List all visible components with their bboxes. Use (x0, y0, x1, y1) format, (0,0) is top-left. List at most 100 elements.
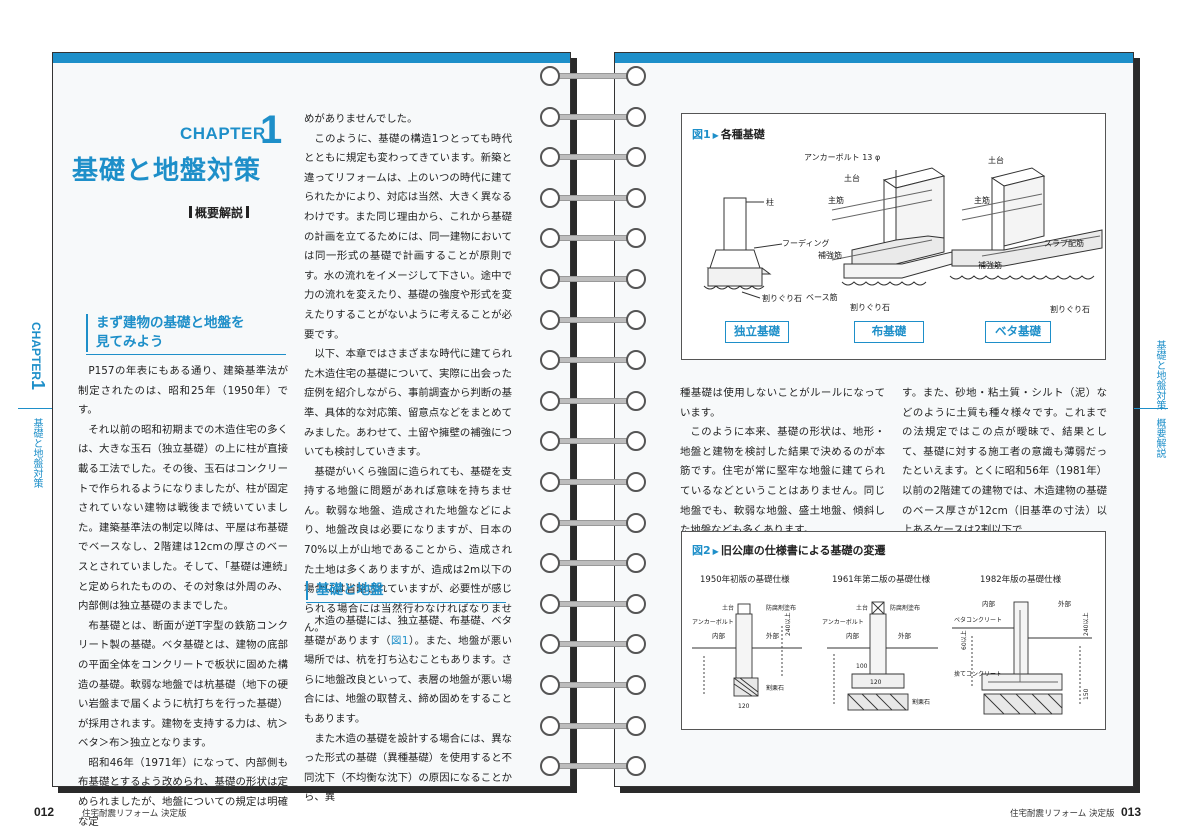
binding-wire (556, 722, 636, 729)
fig2-label-120-2: 120 (870, 679, 882, 686)
section-1961 (827, 601, 938, 711)
fig2-label-inner-2: 内部 (846, 631, 860, 640)
section-heading-1-line1: まず建物の基礎と地盤を (96, 315, 245, 331)
figure-1-title: 図1▶各種基礎 (692, 126, 765, 142)
binding-ring (540, 228, 560, 249)
binding-wire (556, 357, 636, 364)
right-page-topbar (615, 53, 1133, 63)
figure-2-title: 図2▶旧公庫の仕様書による基礎の変遷 (692, 542, 885, 558)
paragraph: 以下、本章ではさまざまな時代に建てられた木造住宅の基礎について、実際に出会った症… (304, 348, 512, 459)
fig1-label-sub-2: 補強筋 (978, 260, 1002, 270)
paragraph: めがありませんでした。 (304, 113, 418, 125)
triangle-icon: ▶ (712, 547, 719, 556)
right-column-2: す。また、砂地・粘土質・シルト（泥）などのように土質も種々様々です。これまでの法… (902, 384, 1107, 541)
binding-ring (626, 309, 646, 330)
binding-ring (540, 593, 560, 614)
fig2-label-outer-2: 外部 (898, 631, 912, 640)
fig2-label-100: 100 (856, 663, 868, 670)
fig2-label-240-3: 240以上 (1082, 613, 1090, 636)
figure-1-illustration: 柱 フーディング 割りぐり石 アンカーボルト 13 φ 土台 主筋 補強筋 ベー… (703, 153, 1103, 314)
fig2-label-bousui-2: 防腐剤塗布 (890, 604, 920, 612)
fig2-sub-1982: 1982年版の基礎仕様 (980, 574, 1062, 585)
fig1-label-dodai-1: 土台 (844, 173, 860, 183)
section-1982 (952, 601, 1092, 715)
figure-2-title-text: 旧公庫の仕様書による基礎の変遷 (720, 544, 886, 557)
button-mat-footing[interactable]: ベタ基礎 (985, 321, 1051, 343)
fig1-label-main-1: 主筋 (828, 195, 844, 205)
binding-ring (626, 350, 646, 371)
fig2-label-120-1: 120 (738, 703, 750, 710)
continuous-footing-drawing (831, 167, 953, 286)
fig1-label-sub-1: 補強筋 (818, 250, 842, 260)
fig2-label-concrete: ベタコンクリート (954, 616, 1002, 624)
fig2-label-outer-1: 外部 (766, 631, 780, 640)
fig2-sub-1961: 1961年第二版の基礎仕様 (832, 574, 931, 585)
binding-wire (556, 438, 636, 445)
fig1-label-dodai-2: 土台 (988, 155, 1004, 165)
binding-ring (626, 106, 646, 127)
section-heading-1: まず建物の基礎と地盤を 見てみよう (86, 314, 286, 352)
binding-ring (540, 390, 560, 411)
page-number-left: 012 (34, 805, 55, 819)
binding-ring (626, 66, 646, 86)
left-page (52, 52, 571, 787)
binding-ring (540, 269, 560, 289)
fig2-label-dodai-2: 土台 (856, 604, 868, 612)
fig1-label-anchor: アンカーボルト 13 φ (804, 153, 880, 162)
section-heading-2: 基礎と地盤 (306, 581, 506, 600)
binding-wire (556, 276, 636, 282)
side-tab-chapter: CHAPTER (29, 322, 43, 381)
binding-ring (540, 431, 560, 452)
figure-2-label: 図2 (692, 544, 711, 557)
binding-wire (556, 682, 636, 688)
figure-1-title-text: 各種基礎 (720, 128, 765, 141)
fig2-label-dodai-1: 土台 (722, 604, 734, 612)
binding-ring (540, 350, 560, 371)
binding-ring (540, 147, 560, 168)
button-continuous-footing[interactable]: 布基礎 (854, 321, 924, 343)
figure-2-illustration: 1950年初版の基礎仕様 1961年第二版の基礎仕様 1982年版の基礎仕様 土… (692, 574, 1092, 715)
page-number-right: 013 (1121, 805, 1142, 819)
left-column-2-bottom: 木造の基礎には、独立基礎、布基礎、ベタ基礎があります（図1）。また、地盤が悪い場… (304, 612, 512, 808)
paragraph: P157の年表にもある通り、建築基準法が制定されたのは、昭和25年（1950年）… (78, 365, 288, 417)
binding-wire (556, 600, 636, 607)
fig2-label-240-1: 240以上 (784, 613, 792, 636)
binding-ring (540, 675, 560, 695)
fig1-label-gravel-3: 割りぐり石 (1050, 304, 1090, 314)
book-title-left: 住宅耐震リフォーム 決定版 (82, 809, 187, 819)
section-rule-1 (86, 354, 286, 355)
fig1-label-pillar: 柱 (766, 197, 774, 207)
binding-wire (556, 235, 636, 242)
fig2-label-inner-3: 内部 (982, 599, 996, 608)
binding-wire (556, 194, 636, 201)
fig2-label-bousui-1: 防腐剤塗布 (766, 604, 796, 612)
paragraph: す。また、砂地・粘土質・シルト（泥）などのように土質も種々様々です。これまでの法… (902, 387, 1107, 536)
side-tab-title-left: 基礎と地盤対策 (31, 418, 42, 488)
binding-wire (556, 763, 636, 770)
binding-wire (556, 73, 636, 79)
binding-wire (556, 641, 636, 648)
figure-1-label: 図1 (692, 128, 711, 141)
paragraph: 木造の基礎には、独立基礎、布基礎、ベタ基礎があります（図1）。また、地盤が悪い場… (304, 612, 512, 730)
fig2-label-150: 150 (1083, 688, 1090, 700)
binding-ring (540, 553, 560, 574)
binding-ring (626, 634, 646, 655)
fig2-label-anchor-2: アンカーボルト (822, 618, 864, 626)
overview-text: 概要解説 (195, 206, 244, 220)
right-column-1: 種基礎は使用しないことがルールになっています。 このように本来、基礎の形状は、地… (680, 384, 885, 541)
binding-ring (540, 187, 560, 208)
binding-ring (626, 472, 646, 492)
side-tab-title-right: 基礎と地盤対策 (1154, 340, 1165, 410)
paragraph: このように本来、基礎の形状は、地形・地盤と建物を検討した結果で決めるのが本筋です… (680, 426, 885, 536)
binding-ring (626, 147, 646, 168)
button-independent-footing[interactable]: 独立基礎 (725, 321, 789, 343)
section-rule-2 (306, 602, 506, 603)
figure-reference[interactable]: 図1 (390, 634, 409, 647)
binding-ring (626, 269, 646, 289)
fig1-label-gravel-1: 割りぐり石 (762, 293, 802, 303)
binding-ring (540, 472, 560, 492)
text-run: ）。また、地盤が悪い場所では、杭を打ち込むこともあります。さらに地盤改良といって… (304, 634, 512, 725)
paragraph: それ以前の昭和初期までの木造住宅の多くは、大きな玉石（独立基礎）の上に柱が直接載… (78, 423, 288, 613)
fig2-sub-1950: 1950年初版の基礎仕様 (700, 574, 790, 585)
side-tab-rule-right (1134, 408, 1168, 409)
